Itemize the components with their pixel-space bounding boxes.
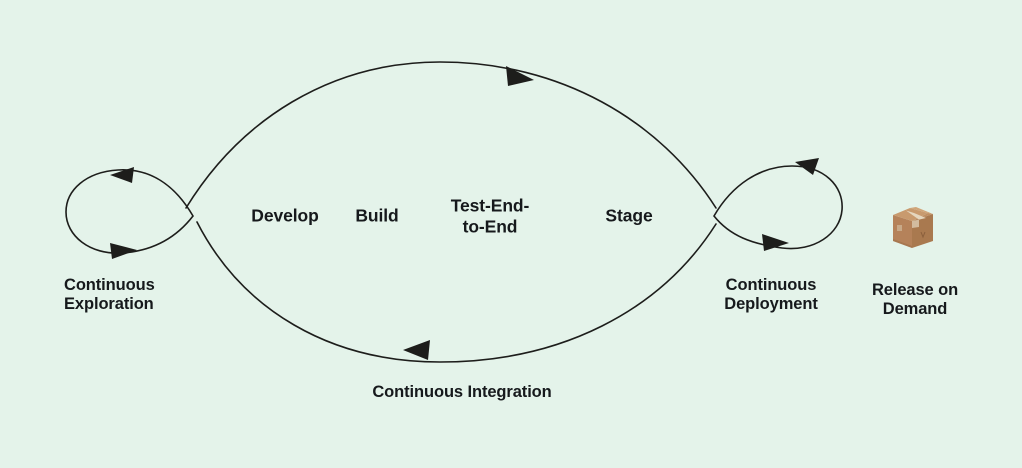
left-loop-path (65, 169, 194, 254)
top-arc-path (185, 61, 717, 209)
bottom-arc-path (196, 221, 717, 363)
stage-label-build: Build (355, 205, 399, 226)
right-loop-arrow-upper (795, 158, 819, 175)
bottom-arc-arrow (403, 340, 430, 360)
stage-label-develop: Develop (251, 205, 319, 226)
package-box-icon (893, 207, 933, 248)
right-loop-arrow-lower (762, 234, 789, 251)
phase-label-release-on-demand: Release on Demand (871, 281, 959, 319)
phase-label-continuous-deployment: Continuous Deployment (724, 276, 818, 314)
top-arc-arrow (506, 66, 534, 86)
phase-label-continuous-exploration: Continuous Exploration (64, 276, 155, 314)
right-loop-path (713, 165, 843, 250)
left-loop-arrow-lower (110, 243, 137, 259)
stage-label-stage: Stage (605, 205, 653, 226)
stage-label-test-end-to-end: Test-End- to-End (450, 195, 530, 236)
phase-label-continuous-integration: Continuous Integration (372, 383, 552, 401)
left-loop-arrow-upper (110, 167, 134, 183)
